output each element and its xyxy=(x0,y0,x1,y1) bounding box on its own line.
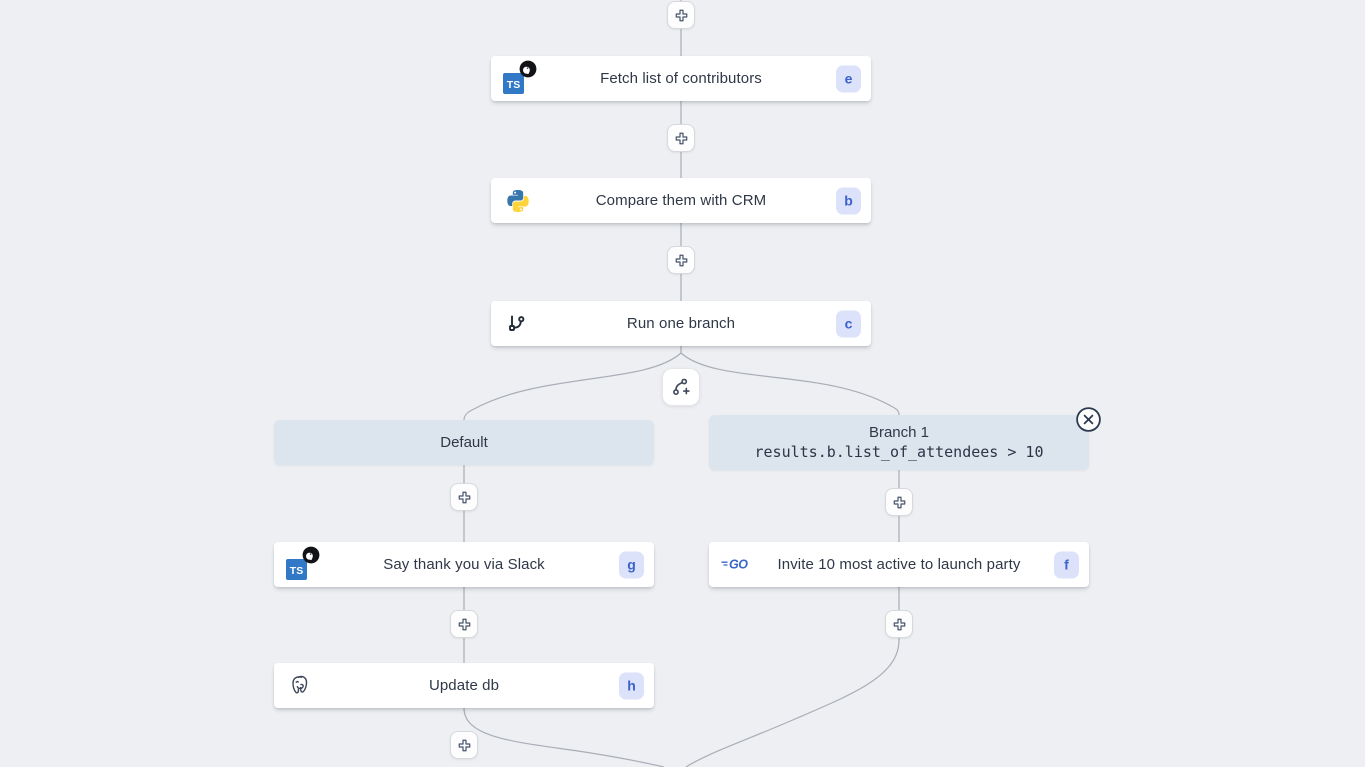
postgresql-icon xyxy=(292,675,308,694)
insert-step-button[interactable] xyxy=(667,246,695,274)
deno-icon xyxy=(519,60,537,77)
deno-icon xyxy=(302,546,320,563)
flow-edge xyxy=(463,352,682,421)
branch-header-branch-1[interactable]: Branch 1 results.b.list_of_attendees > 1… xyxy=(709,415,1089,470)
step-icon: GO xyxy=(721,548,755,582)
step-id-badge: g xyxy=(619,551,644,578)
plus-icon xyxy=(458,491,470,503)
insert-step-button[interactable] xyxy=(450,610,478,638)
insert-step-button[interactable] xyxy=(885,610,913,638)
branch-header-default[interactable]: Default xyxy=(274,420,654,465)
svg-text:GO: GO xyxy=(729,557,748,571)
step-label: Fetch list of contributors xyxy=(600,70,762,87)
flow-edge xyxy=(463,707,665,767)
python-icon xyxy=(507,189,529,212)
step-id-badge: f xyxy=(1054,551,1079,578)
step-icon xyxy=(503,184,537,218)
flow-edge xyxy=(685,639,900,767)
plus-icon xyxy=(675,132,687,144)
insert-step-button[interactable] xyxy=(667,1,695,29)
step-label: Compare them with CRM xyxy=(595,192,767,209)
flow-step-fetch-list-of-contributors[interactable]: TS Fetch list of contributors e xyxy=(491,56,871,101)
plus-icon xyxy=(675,9,687,21)
step-icon xyxy=(286,669,320,703)
remove-branch-button[interactable] xyxy=(1075,406,1102,433)
step-icon: TS xyxy=(503,60,537,96)
add-branch-button[interactable] xyxy=(662,368,700,406)
plus-icon xyxy=(675,254,687,266)
branch-label: Default xyxy=(440,434,488,451)
branch-label: Branch 1 xyxy=(868,424,930,441)
flow-step-update-db[interactable]: Update db h xyxy=(274,663,654,708)
insert-step-button[interactable] xyxy=(885,488,913,516)
step-icon xyxy=(503,307,537,341)
flow-step-compare-them-with-crm[interactable]: Compare them with CRM b xyxy=(491,178,871,223)
go-icon: GO xyxy=(721,557,749,571)
step-id-badge: h xyxy=(619,672,644,699)
step-label: Run one branch xyxy=(626,315,736,332)
step-label: Update db xyxy=(428,677,500,694)
flow-step-run-one-branch[interactable]: Run one branch c xyxy=(491,301,871,346)
git-branch-icon xyxy=(509,315,525,331)
typescript-icon: TS xyxy=(286,558,307,580)
plus-icon xyxy=(893,618,905,630)
git-branch-plus-icon xyxy=(673,378,690,395)
flow-step-say-thank-you-via-slack[interactable]: TS Say thank you via Slack g xyxy=(274,542,654,587)
step-label: Invite 10 most active to launch party xyxy=(777,556,1021,573)
insert-step-button[interactable] xyxy=(667,124,695,152)
step-icon: TS xyxy=(286,546,320,582)
insert-step-button[interactable] xyxy=(450,483,478,511)
plus-icon xyxy=(458,618,470,630)
flow-edge xyxy=(680,352,900,416)
typescript-icon: TS xyxy=(503,72,524,94)
flow-step-invite-10-most-active-to-launch-party[interactable]: GO Invite 10 most active to launch party… xyxy=(709,542,1089,587)
step-id-badge: c xyxy=(836,310,861,337)
close-circle-icon xyxy=(1076,407,1101,432)
step-id-badge: b xyxy=(836,187,861,214)
step-id-badge: e xyxy=(836,65,861,92)
step-label: Say thank you via Slack xyxy=(383,556,545,573)
insert-step-button[interactable] xyxy=(450,731,478,759)
plus-icon xyxy=(458,739,470,751)
plus-icon xyxy=(893,496,905,508)
branch-condition: results.b.list_of_attendees > 10 xyxy=(754,443,1044,461)
